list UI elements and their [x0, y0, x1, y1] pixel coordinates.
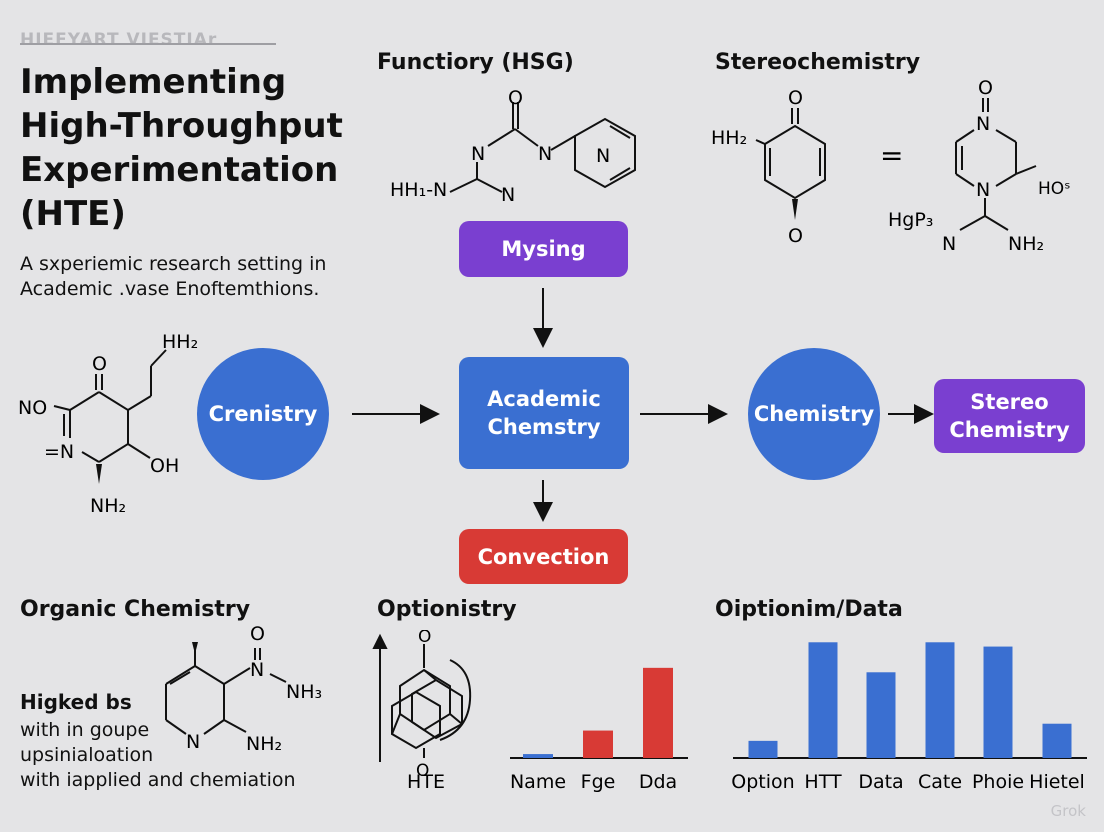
- m5-nh2-label: NH₂: [246, 733, 282, 755]
- section-title-optionim: Oiptionim/Data: [715, 597, 903, 622]
- chart2-bar: [925, 642, 955, 758]
- m3-n3-label: N: [942, 233, 956, 255]
- m4-oh-label: OH: [150, 455, 179, 477]
- overline-rule: [20, 43, 276, 45]
- overline-text: HIEFYART VIESTIAr: [20, 30, 218, 50]
- molecule-pyrazine-oxide: = O N N HOˢ HgP₃ N NH₂: [880, 77, 1071, 255]
- m4-nh2-label: NH₂: [90, 495, 126, 517]
- m1-n1-label: N: [471, 143, 485, 165]
- node-convection: Convection: [459, 529, 628, 584]
- node-crenistry: Crenistry: [197, 348, 329, 480]
- chart2-bar: [748, 740, 778, 758]
- page-subtitle: A sxperiemic research setting in Academi…: [20, 253, 327, 300]
- chart1-bar: [583, 730, 613, 758]
- m1-n2-label: N: [538, 143, 552, 165]
- chart2-bar: [808, 642, 838, 758]
- m5-nh-label: NH₃: [286, 681, 322, 703]
- node-academic-chemstry: Academic Chemstry: [459, 357, 629, 469]
- chart2-tick-label: Phoie: [972, 771, 1024, 793]
- m3-eq-label: =: [880, 139, 903, 172]
- watermark-text: Grok: [1050, 802, 1086, 820]
- node-mysing: Mysing: [459, 221, 628, 277]
- m4-no-label: NO: [18, 397, 47, 419]
- m2-o2-label: O: [788, 225, 803, 247]
- chart1-tick-label: Fge: [581, 771, 616, 793]
- m1-nh-label: HH₁-N: [390, 179, 447, 201]
- m3-hgp-label: HgP₃: [888, 209, 933, 231]
- m1-o-label: O: [508, 87, 523, 109]
- m3-n1-label: N: [976, 113, 990, 135]
- node-stereo-chemistry: Stereo Chemistry: [934, 379, 1085, 453]
- chart2-tick-label: Hietel: [1029, 771, 1085, 793]
- section-title-optionistry: Optionistry: [377, 597, 517, 622]
- chart2-tick-label: HTT: [804, 771, 842, 793]
- m5-n1-label: N: [250, 659, 264, 681]
- m6-o2-label: O: [416, 761, 429, 781]
- m4-hh2-label: HH₂: [162, 331, 198, 353]
- molecule-tetrahydropyridine: O N NH₃ N NH₂: [165, 623, 322, 755]
- chart1-xlabel: HTE: [407, 771, 445, 793]
- m3-ho-label: HOˢ: [1038, 179, 1071, 199]
- chart-optionistry: Name Fge Dda HTE: [407, 667, 688, 793]
- chart1-tick-label: Name: [510, 771, 566, 793]
- m5-o-label: O: [250, 623, 265, 645]
- chart2-tick-label: Option: [731, 771, 794, 793]
- m4-o-label: O: [92, 353, 107, 375]
- section-title-organic: Organic Chemistry: [20, 597, 251, 622]
- chart2-bar: [866, 672, 896, 758]
- m3-o-label: O: [978, 77, 993, 99]
- molecule-aminopyridinone: NO O HH₂ =N OH NH₂: [18, 331, 198, 517]
- node-chemistry: Chemistry: [748, 348, 880, 480]
- m2-h2-label: HH₂: [711, 127, 747, 149]
- organic-body-text: with in goupe upsinialoation with iappli…: [20, 719, 296, 791]
- m2-o1-label: O: [788, 87, 803, 109]
- chart2-tick-label: Cate: [918, 771, 962, 793]
- chart1-bar: [523, 754, 553, 758]
- m3-n2-label: N: [976, 179, 990, 201]
- m1-n4-label: N: [501, 184, 515, 206]
- organic-subheading: Higked bs: [20, 690, 132, 714]
- chart2-bar: [1042, 723, 1072, 758]
- m6-o1-label: O: [418, 630, 431, 647]
- chart2-tick-label: Data: [858, 771, 903, 793]
- chart2-bar: [983, 646, 1013, 758]
- section-title-stereochemistry: Stereochemistry: [715, 50, 921, 75]
- chart1-tick-label: Dda: [639, 771, 677, 793]
- m4-n-label: =N: [44, 441, 74, 463]
- page-title: Implementing High-Throughput Experimenta…: [20, 62, 343, 234]
- m1-n3-label: N: [596, 145, 610, 167]
- m3-nh2-label: NH₂: [1008, 233, 1044, 255]
- molecule-quinone: O HH₂ O: [711, 87, 826, 247]
- molecule-guanidine-pyridine: O N N N HH₁-N N: [390, 87, 636, 206]
- m5-n2-label: N: [186, 731, 200, 753]
- chart1-bar: [643, 667, 673, 758]
- section-title-functiory: Functiory (HSG): [377, 50, 574, 75]
- molecule-cage-structure: O O: [372, 630, 472, 781]
